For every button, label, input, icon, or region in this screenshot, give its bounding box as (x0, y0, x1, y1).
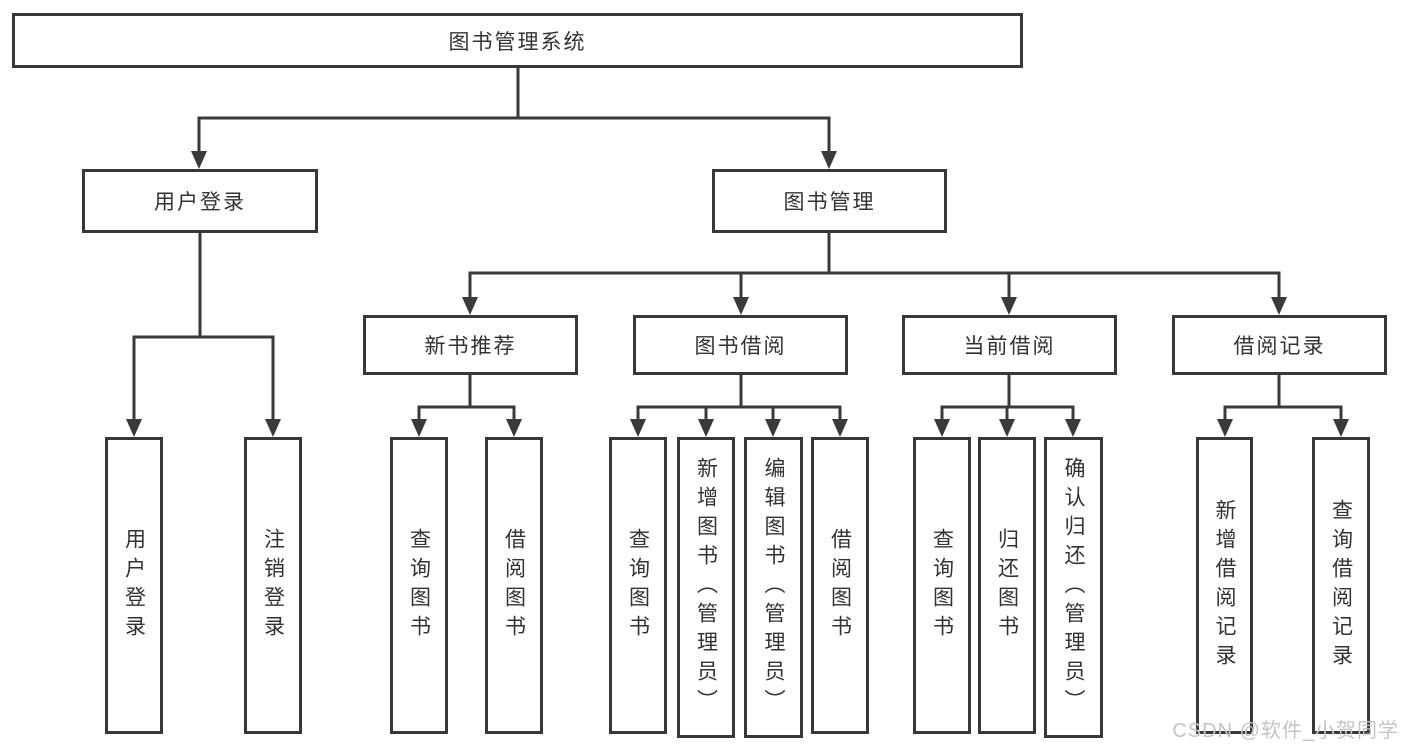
leaf-add-borrow-record: 新增借阅记录 (1196, 437, 1253, 734)
arrowhead (698, 419, 714, 437)
leaf-label: 借阅图书 (502, 527, 526, 644)
node-label: 借阅记录 (1233, 335, 1326, 358)
arrowhead (191, 151, 207, 169)
leaf-label: 查询图书 (407, 527, 431, 644)
arrowhead (1001, 297, 1017, 315)
leaf-add-book-admin: 新增图书（管理员） (677, 437, 735, 738)
arrowhead (411, 419, 427, 437)
node-user-login: 用户登录 (82, 169, 318, 233)
leaf-label: 归还图书 (995, 527, 1019, 644)
node-label: 图书借阅 (694, 335, 787, 358)
node-library-management-system: 图书管理系统 (12, 13, 1023, 68)
arrowhead (1333, 419, 1349, 437)
node-label: 新书推荐 (424, 335, 517, 358)
arrowhead (1065, 419, 1081, 437)
arrowhead (1217, 419, 1233, 437)
leaf-user-login: 用户登录 (105, 437, 163, 734)
leaf-query-books-borrowing: 查询图书 (609, 437, 667, 734)
leaf-label: 新增借阅记录 (1213, 498, 1236, 673)
leaf-borrow-books-recommend: 借阅图书 (485, 437, 543, 734)
leaf-query-books-current: 查询图书 (913, 437, 971, 734)
leaf-logout: 注销登录 (244, 437, 302, 734)
node-current-borrowing: 当前借阅 (902, 315, 1117, 375)
leaf-label: 确认归还（管理员） (1062, 457, 1085, 718)
arrowhead (265, 419, 281, 437)
leaf-edit-book-admin: 编辑图书（管理员） (744, 437, 803, 738)
leaf-label: 查询图书 (930, 527, 954, 644)
arrowhead (126, 419, 142, 437)
arrowhead (934, 419, 950, 437)
node-label: 图书管理系统 (448, 30, 587, 54)
arrowhead (765, 419, 781, 437)
node-label: 图书管理 (783, 191, 876, 214)
arrowhead (999, 419, 1015, 437)
leaf-label: 借阅图书 (828, 527, 852, 644)
node-book-management: 图书管理 (712, 169, 947, 233)
arrowhead (821, 151, 837, 169)
leaf-query-borrow-record: 查询借阅记录 (1312, 437, 1370, 734)
leaf-label: 编辑图书（管理员） (762, 457, 785, 718)
leaf-label: 查询图书 (626, 527, 650, 644)
leaf-label: 注销登录 (261, 527, 285, 644)
leaf-label: 新增图书（管理员） (694, 457, 718, 718)
leaf-query-books-recommend: 查询图书 (390, 437, 448, 734)
csdn-watermark: CSDN @软件_小贺同学 (1172, 720, 1399, 742)
arrowhead (506, 419, 522, 437)
node-label: 当前借阅 (963, 335, 1056, 358)
leaf-label: 用户登录 (122, 527, 146, 644)
arrowhead (462, 297, 478, 315)
arrowhead (1271, 297, 1287, 315)
leaf-label: 查询借阅记录 (1329, 498, 1353, 673)
arrowhead (630, 419, 646, 437)
node-new-book-recommendation: 新书推荐 (363, 315, 578, 375)
node-book-borrowing: 图书借阅 (633, 315, 848, 375)
arrowhead (832, 419, 848, 437)
leaf-confirm-return-admin: 确认归还（管理员） (1044, 437, 1103, 738)
node-label: 用户登录 (154, 191, 246, 214)
node-borrowing-records: 借阅记录 (1172, 315, 1387, 375)
leaf-borrow-books-borrowing: 借阅图书 (811, 437, 869, 734)
arrowhead (733, 297, 749, 315)
leaf-return-book: 归还图书 (978, 437, 1036, 734)
